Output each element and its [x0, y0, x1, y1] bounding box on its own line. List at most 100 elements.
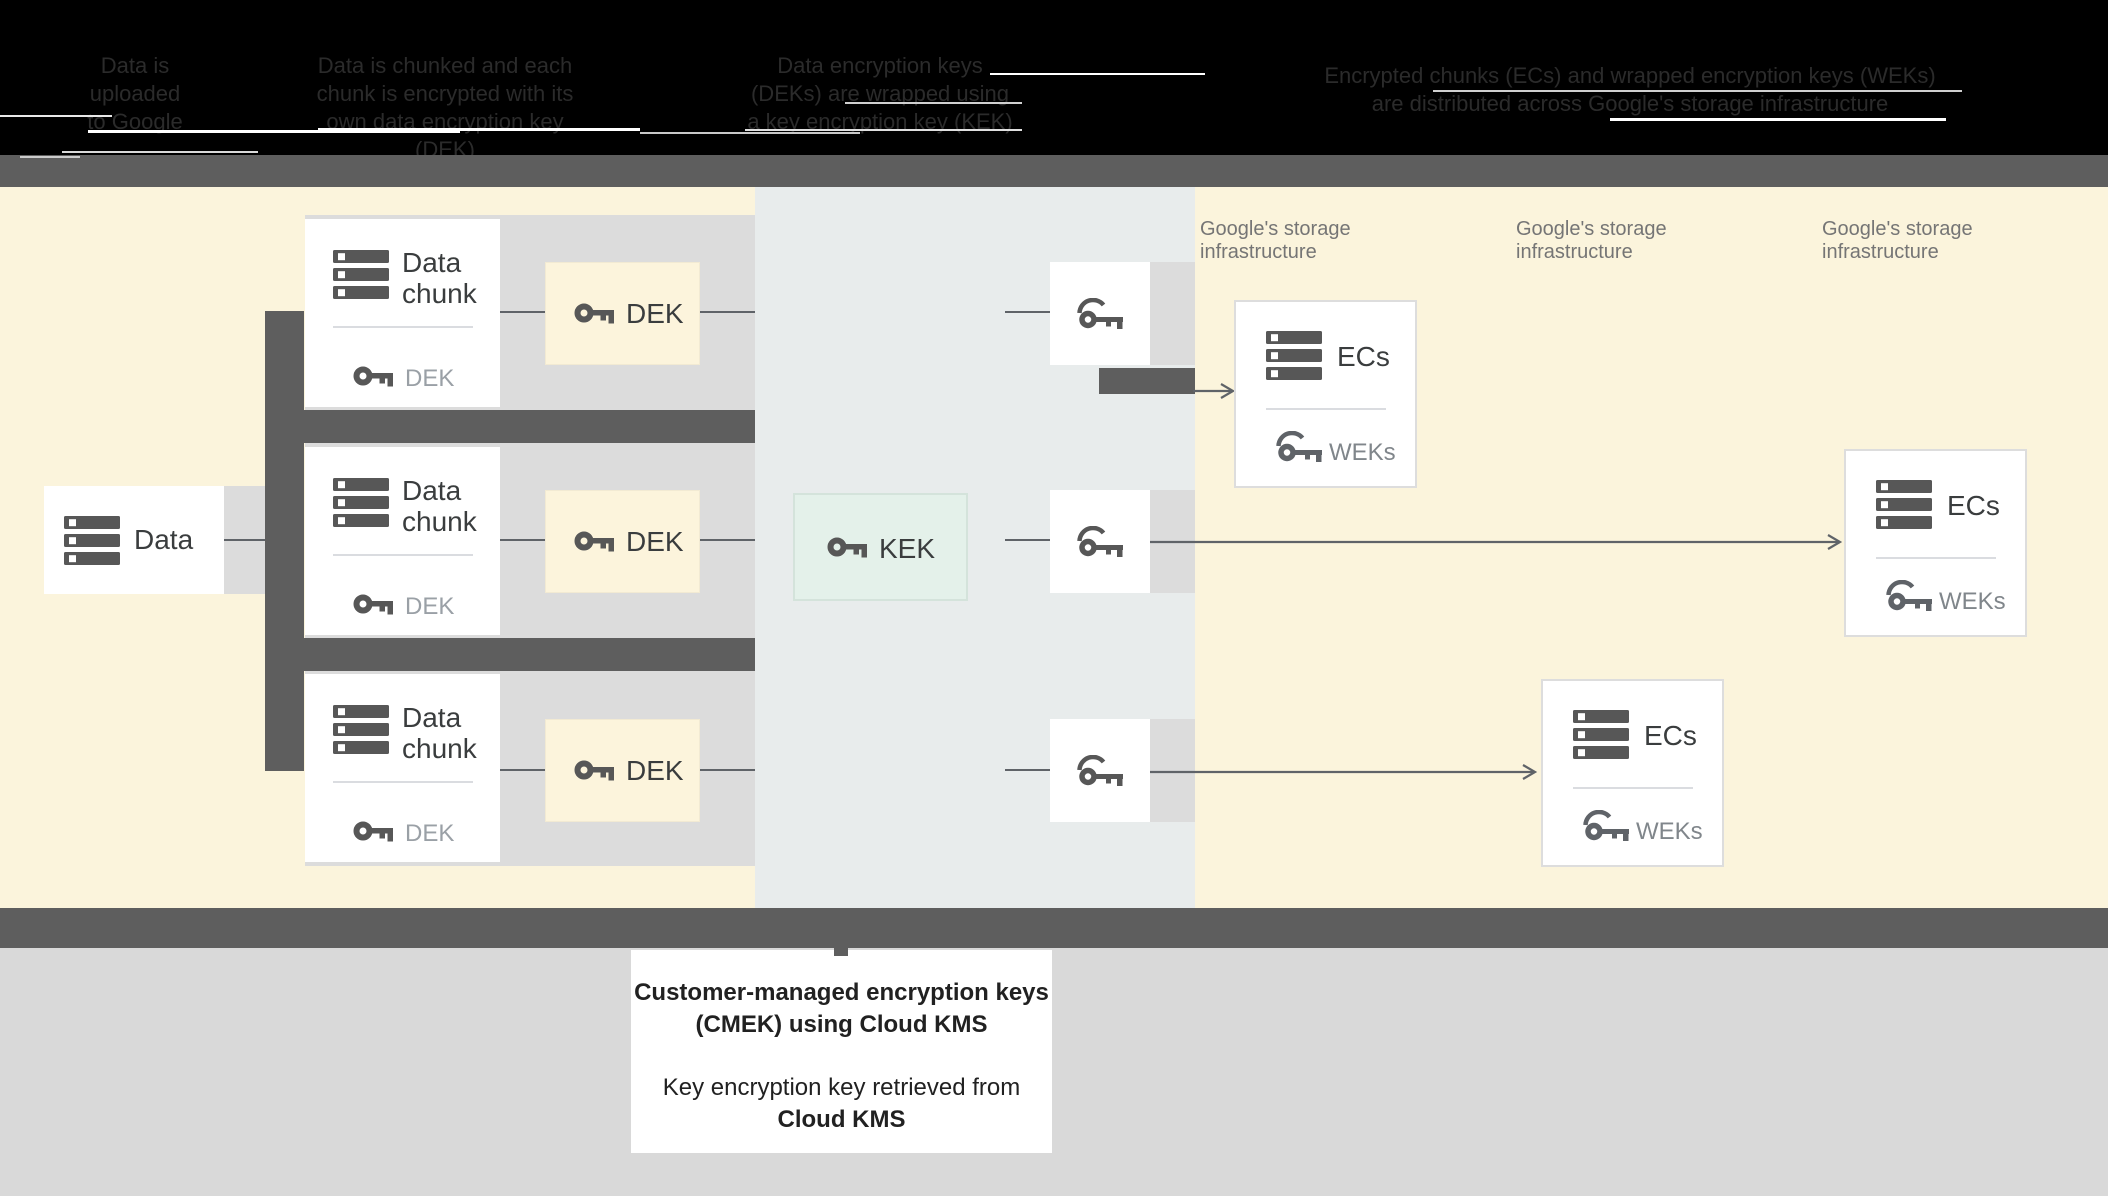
header-step-upload: Data is uploaded to Google — [35, 52, 235, 136]
wrapped-key-box-1 — [1050, 262, 1150, 365]
header-line: are distributed across Google's storage … — [1371, 91, 1889, 116]
caption-line: Cloud KMS — [777, 1106, 906, 1133]
chunk-label-line: chunk — [402, 733, 477, 764]
row-gap-bar-2 — [265, 638, 755, 671]
box-divider — [333, 326, 473, 328]
storage-label-line: Google's storage — [1200, 218, 1351, 240]
header-line: Encrypted chunks (ECs) and wrapped encry… — [1324, 63, 1936, 88]
header-streak — [745, 129, 1022, 131]
wrapped-key-icon — [1276, 431, 1322, 462]
data-box: Data — [44, 486, 224, 594]
carrier-panel-key1 — [1150, 262, 1195, 365]
header-streak — [1610, 118, 1946, 121]
key-icon — [574, 760, 614, 781]
server-icon — [333, 250, 389, 299]
footer-area — [0, 948, 2108, 1196]
chunk-label: Data chunk — [402, 702, 477, 764]
ecs-box-3: ECs WEKs — [1541, 679, 1724, 867]
header-streak — [0, 115, 112, 117]
arrow-to-ecs2 — [1150, 534, 1843, 550]
connector-line — [700, 311, 755, 313]
header-line: to Google — [87, 109, 183, 134]
chunk-dek-label: DEK — [405, 820, 455, 847]
key-icon — [353, 821, 393, 842]
storage-label-3: Google's storage infrastructure — [1822, 218, 1973, 264]
server-icon — [1266, 331, 1322, 380]
key-icon — [827, 537, 867, 558]
kek-box: KEK — [793, 493, 968, 601]
storage-label-1: Google's storage infrastructure — [1200, 218, 1351, 264]
chunk-label-line: chunk — [402, 278, 477, 309]
ecs-box-2: ECs WEKs — [1844, 449, 2027, 637]
data-chunk-box-2: Data chunk DEK — [305, 447, 500, 635]
connector-line — [500, 311, 545, 313]
connector-line — [500, 539, 545, 541]
dek-box-label: DEK — [626, 526, 684, 557]
wrapped-key-icon — [1077, 526, 1123, 557]
chunk-label: Data chunk — [402, 247, 477, 309]
chunk-label-line: chunk — [402, 506, 477, 537]
header-line: Data is — [100, 53, 170, 78]
header-line: Data encryption keys — [777, 53, 983, 78]
header-streak — [62, 151, 258, 153]
chunk-label-line: Data — [402, 247, 462, 278]
dek-box-1: DEK — [545, 262, 700, 365]
key-icon — [353, 594, 393, 615]
key-icon — [353, 366, 393, 387]
wrapped-key-box-2 — [1050, 490, 1150, 593]
header-line: chunk is encrypted with its — [316, 81, 574, 106]
wrapped-key-icon — [1886, 580, 1932, 611]
data-box-label: Data — [134, 524, 194, 555]
row-gap-bar-1 — [265, 410, 755, 443]
header-streak — [990, 73, 1205, 75]
chunk-label: Data chunk — [402, 475, 477, 537]
wrapped-key-icon — [1583, 810, 1629, 841]
caption-connector-tab — [834, 948, 848, 956]
storage-label-line: Google's storage — [1822, 218, 1973, 240]
chunk-label-line: Data — [402, 702, 462, 733]
ecs-box-label: ECs — [1644, 720, 1697, 751]
connector-line — [700, 769, 755, 771]
kek-box-label: KEK — [879, 533, 936, 564]
ecs-wek-label: WEKs — [1636, 818, 1703, 845]
dek-box-2: DEK — [545, 490, 700, 593]
header-line: (DEKs) are wrapped using — [750, 81, 1009, 106]
ecs-wek-label: WEKs — [1329, 439, 1396, 466]
header-streak — [845, 102, 1022, 104]
arrow-to-ecs1 — [1193, 383, 1236, 399]
ecs-box-1: ECs WEKs — [1234, 300, 1417, 488]
caption-line: (CMEK) using Cloud KMS — [695, 1011, 988, 1038]
box-divider — [1266, 408, 1386, 410]
split-trunk — [265, 311, 304, 771]
box-divider — [333, 781, 473, 783]
connector-line — [224, 539, 265, 541]
ecs-box-label: ECs — [1337, 341, 1390, 372]
header-streak — [88, 130, 460, 133]
header-streak — [640, 132, 860, 134]
chunk-label-line: Data — [402, 475, 462, 506]
connector-line — [500, 769, 545, 771]
header-streak — [318, 128, 640, 131]
top-divider-band — [0, 155, 2108, 187]
box-divider — [1573, 787, 1693, 789]
bar-streak — [20, 156, 80, 158]
server-icon — [64, 516, 120, 565]
wrapped-key-icon — [1077, 298, 1123, 329]
dek-box-label: DEK — [626, 298, 684, 329]
key-icon — [574, 303, 614, 324]
storage-label-2: Google's storage infrastructure — [1516, 218, 1667, 264]
dek-box-label: DEK — [626, 755, 684, 786]
box-divider — [1876, 557, 1996, 559]
key-icon — [574, 531, 614, 552]
header-step-distribution: Encrypted chunks (ECs) and wrapped encry… — [1290, 62, 1970, 118]
caption-line: Customer-managed encryption keys — [634, 979, 1049, 1006]
storage-label-line: infrastructure — [1822, 241, 1939, 263]
connector-line — [1005, 311, 1050, 313]
storage-label-line: infrastructure — [1516, 241, 1633, 263]
chunk-dek-label: DEK — [405, 365, 455, 392]
caption-line: Key encryption key retrieved from — [662, 1074, 1021, 1101]
data-chunk-box-1: Data chunk DEK — [305, 219, 500, 407]
ecs-wek-label: WEKs — [1939, 588, 2006, 615]
bottom-divider-band — [0, 908, 2108, 948]
